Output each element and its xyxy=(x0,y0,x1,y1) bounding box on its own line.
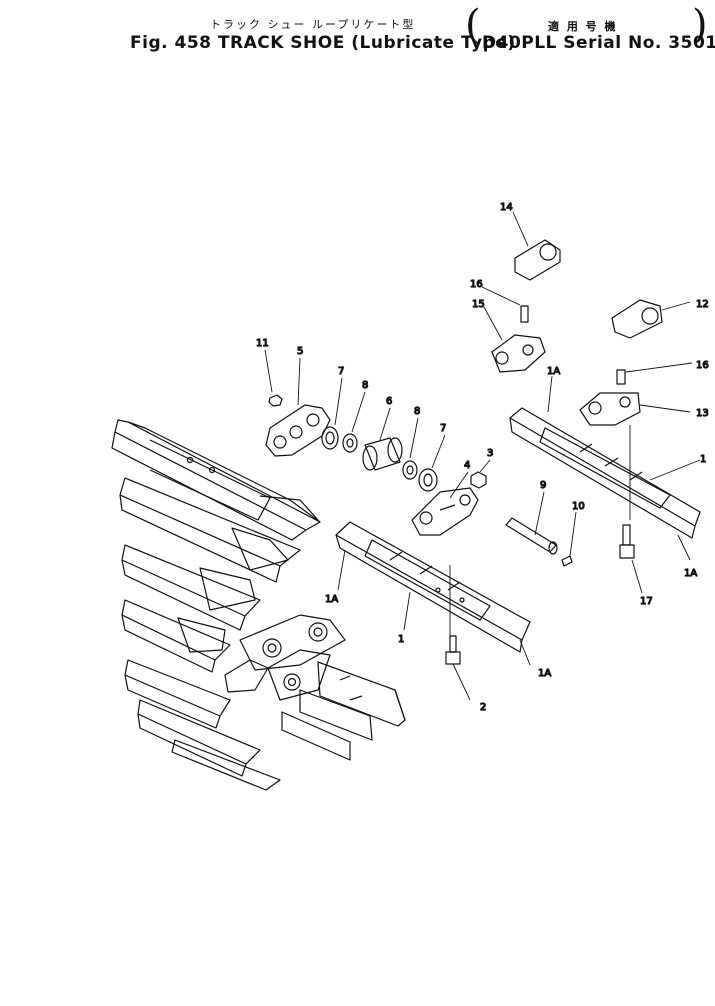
callout-7-a: 7 xyxy=(338,366,344,377)
callout-1a-left: 1A xyxy=(325,594,338,605)
part-8-bushing-ring-b xyxy=(402,460,418,480)
callout-17: 17 xyxy=(640,596,653,607)
callout-3: 3 xyxy=(487,448,493,459)
part-3-nut xyxy=(470,471,487,489)
figure-title: Fig. 458 TRACK SHOE (Lubricate Type) xyxy=(130,33,516,53)
part-15-master-link-half xyxy=(491,334,546,373)
callout-1-upper: 1 xyxy=(700,454,706,465)
part-7-seal-ring-b xyxy=(418,468,438,492)
callout-16-a: 16 xyxy=(470,279,483,290)
part-7-seal-ring xyxy=(321,426,339,450)
part-16-pin-a xyxy=(520,305,529,323)
callout-1a-right: 1A xyxy=(684,568,697,579)
callout-1-lower: 1 xyxy=(398,634,404,645)
callout-2: 2 xyxy=(480,702,486,713)
callout-11: 11 xyxy=(256,338,269,349)
callout-1a-bottom: 1A xyxy=(538,668,551,679)
leader-lines xyxy=(264,211,701,701)
callout-10: 10 xyxy=(572,501,585,512)
callout-8-a: 8 xyxy=(362,380,368,391)
callout-6: 6 xyxy=(386,396,392,407)
callout-7-b: 7 xyxy=(440,423,446,434)
part-6-bushing xyxy=(362,437,403,471)
applicable-japanese: 適 用 号 機 xyxy=(548,20,618,33)
callout-5: 5 xyxy=(297,346,303,357)
part-16-pin-b xyxy=(616,369,626,385)
callout-15: 15 xyxy=(472,299,485,310)
bracket-open: ( xyxy=(465,2,481,48)
callout-12: 12 xyxy=(696,299,709,310)
callout-9: 9 xyxy=(540,480,546,491)
part-5-link xyxy=(265,404,331,457)
bracket-close: ) xyxy=(692,2,708,48)
figure-header: トラック シュー ループリケート型 Fig. 458 TRACK SHOE (L… xyxy=(0,0,715,60)
part-12-link-cap xyxy=(611,299,663,339)
part-1-shoe-upper xyxy=(509,407,701,539)
part-8-bushing-ring xyxy=(342,433,358,453)
applicable-serial: D40PLL Serial No. 3501~ xyxy=(482,33,715,53)
callout-4: 4 xyxy=(464,460,470,471)
part-10-plug xyxy=(561,555,573,567)
part-11-nut xyxy=(268,394,283,407)
callout-1a-top: 1A xyxy=(547,366,560,377)
callout-8-b: 8 xyxy=(414,406,420,417)
callout-16-b: 16 xyxy=(696,360,709,371)
part-14-pin-housing xyxy=(514,239,561,281)
title-japanese: トラック シュー ループリケート型 xyxy=(210,18,416,31)
part-17-bolt xyxy=(619,524,635,559)
part-2-bolt xyxy=(445,635,461,665)
callout-13: 13 xyxy=(696,408,709,419)
part-9-pin xyxy=(505,517,558,555)
part-1-shoe-lower xyxy=(335,521,531,653)
assembled-track-chain xyxy=(111,419,406,791)
part-4-link xyxy=(411,487,479,536)
part-13-master-link xyxy=(579,392,641,426)
callout-14: 14 xyxy=(500,202,513,213)
